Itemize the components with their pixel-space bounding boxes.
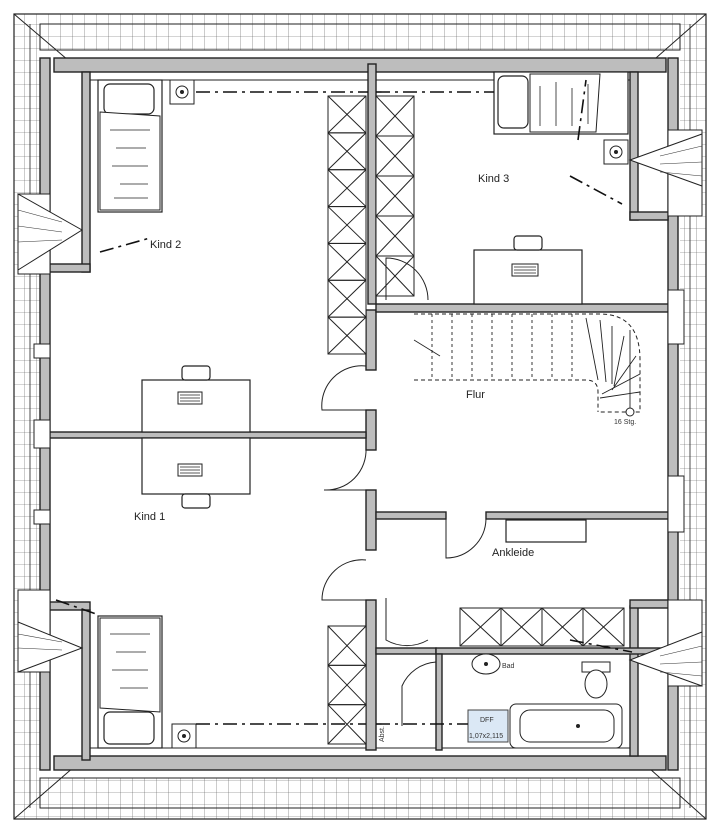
interior-walls bbox=[49, 63, 669, 751]
bench-ankleide bbox=[505, 519, 587, 543]
doors bbox=[321, 257, 487, 726]
window-left-1 bbox=[33, 343, 51, 359]
desk-kind3 bbox=[473, 235, 583, 305]
bed-kind2 bbox=[97, 79, 163, 213]
desk-kind2 bbox=[141, 365, 251, 433]
desk-kind1 bbox=[141, 437, 251, 509]
label-kind2: Kind 2 bbox=[150, 239, 181, 251]
dormer-window-left-bottom bbox=[17, 589, 84, 673]
bed-kind3 bbox=[493, 71, 629, 135]
ceiling-lights bbox=[169, 79, 629, 749]
light-kind3-icon bbox=[603, 139, 629, 165]
label-dff-title: DFF bbox=[480, 717, 494, 724]
room-labels: Kind 2 Kind 3 Kind 1 Flur Ankleide Bad 1… bbox=[134, 173, 636, 742]
staircase bbox=[413, 313, 641, 417]
window-right-2 bbox=[667, 475, 685, 533]
washbasin-icon bbox=[471, 653, 501, 675]
light-kind1-icon bbox=[171, 723, 197, 749]
window-left-2 bbox=[33, 419, 51, 449]
label-ankleide: Ankleide bbox=[492, 547, 534, 559]
bed-kind1 bbox=[97, 615, 163, 749]
label-kind1: Kind 1 bbox=[134, 511, 165, 523]
dormer-windows bbox=[17, 129, 703, 687]
ceiling-lines bbox=[55, 79, 633, 725]
wardrobe-kind3 bbox=[375, 95, 415, 297]
label-dff-size: 1,07x2,115 bbox=[469, 733, 503, 740]
dff-window bbox=[467, 709, 509, 743]
bathroom-fixtures bbox=[467, 653, 623, 749]
window-left-3 bbox=[33, 509, 51, 525]
label-stairs: 16 Stg. bbox=[614, 419, 636, 426]
wardrobe-kind2 bbox=[327, 95, 367, 355]
toilet-icon bbox=[581, 661, 611, 699]
dormer-window-right-bottom bbox=[628, 599, 703, 687]
wardrobe-kind1 bbox=[327, 625, 367, 745]
dormer-window-left-top bbox=[17, 193, 83, 275]
dormer-window-right-top bbox=[628, 129, 703, 217]
window-right-1 bbox=[667, 289, 685, 345]
label-kind3: Kind 3 bbox=[478, 173, 509, 185]
light-kind2-icon bbox=[169, 79, 195, 105]
bathtub-icon bbox=[509, 703, 623, 749]
wardrobe-ankleide bbox=[459, 607, 625, 647]
label-abst: Abst. bbox=[379, 726, 386, 742]
label-bad: Bad bbox=[502, 663, 515, 670]
label-flur: Flur bbox=[466, 389, 485, 401]
